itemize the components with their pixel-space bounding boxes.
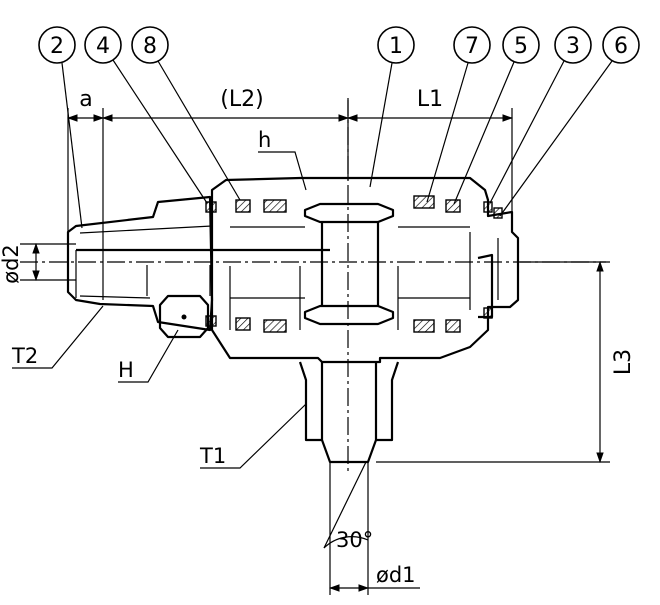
dimension-angle: 30° <box>323 461 373 552</box>
svg-text:30°: 30° <box>336 528 373 552</box>
svg-text:(L2): (L2) <box>220 87 263 112</box>
dimension-l2: (L2) <box>101 87 350 180</box>
balloon-6: 6 <box>499 26 640 217</box>
label-h-big: H <box>118 329 179 383</box>
svg-text:ød1: ød1 <box>376 563 416 587</box>
threaded-nipple <box>66 195 330 332</box>
balloon-5: 5 <box>453 26 540 205</box>
label-h-small: h <box>258 128 307 191</box>
seal-rings <box>205 195 503 333</box>
svg-text:6: 6 <box>614 34 628 59</box>
dimension-d2: ød2 <box>0 242 76 284</box>
dimension-d1: ød1 <box>328 563 420 592</box>
balloon-4: 4 <box>84 26 208 204</box>
balloon-7: 7 <box>426 26 491 203</box>
svg-text:H: H <box>118 358 134 382</box>
dimension-a: a <box>66 87 105 300</box>
balloon-8: 8 <box>131 26 241 201</box>
svg-text:2: 2 <box>50 34 64 59</box>
label-t1: T1 <box>199 403 307 469</box>
svg-text:a: a <box>79 87 92 112</box>
svg-text:7: 7 <box>465 34 479 59</box>
label-t2: T2 <box>11 305 104 369</box>
dimension-l3: L3 <box>376 260 636 464</box>
svg-text:h: h <box>258 128 271 152</box>
svg-text:T2: T2 <box>11 344 38 368</box>
svg-text:8: 8 <box>143 34 157 59</box>
balloon-1: 1 <box>369 26 415 188</box>
svg-text:4: 4 <box>96 34 110 59</box>
dimension-l1: L1 <box>346 87 514 212</box>
svg-text:ød2: ød2 <box>0 244 23 284</box>
svg-text:3: 3 <box>566 34 580 59</box>
svg-text:L3: L3 <box>611 349 636 375</box>
svg-text:1: 1 <box>389 34 403 59</box>
swivel-housing <box>210 176 520 364</box>
svg-text:L1: L1 <box>417 87 443 112</box>
balloon-3: 3 <box>489 26 592 204</box>
outlet-stem <box>298 361 400 595</box>
hex-nut-h <box>146 265 211 339</box>
balloon-2: 2 <box>38 26 83 229</box>
svg-text:5: 5 <box>514 34 528 59</box>
svg-text:T1: T1 <box>199 444 226 468</box>
